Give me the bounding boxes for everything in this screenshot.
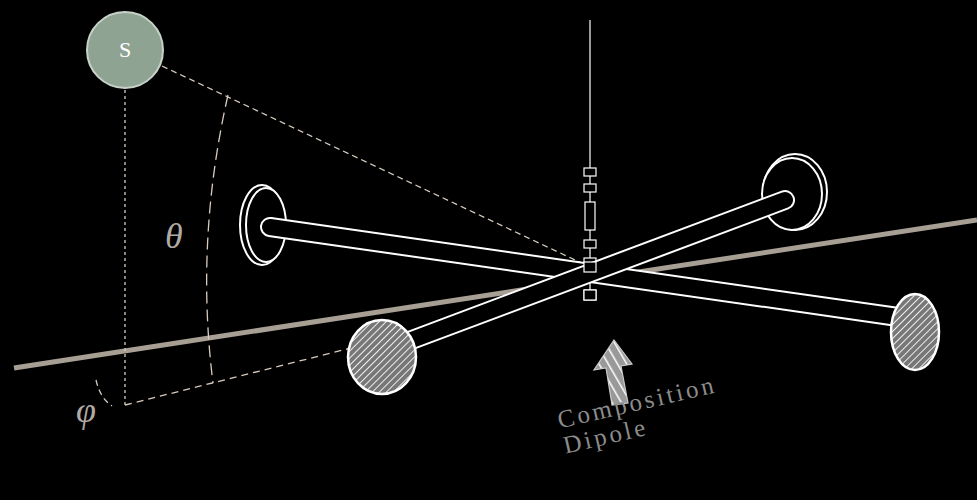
angle-symbol: φ	[76, 392, 96, 430]
reference-line	[14, 220, 977, 368]
source-mass	[87, 12, 163, 88]
fiber-clamp	[584, 262, 596, 300]
source-mass-node: S	[95, 30, 155, 70]
torsion-fiber	[584, 20, 596, 300]
dipole-label: Composition Dipole	[555, 354, 801, 459]
node-label: S	[95, 38, 155, 62]
angle-symbol: θ	[165, 218, 183, 256]
balance-rod	[240, 185, 939, 370]
balance-rod	[348, 154, 827, 394]
